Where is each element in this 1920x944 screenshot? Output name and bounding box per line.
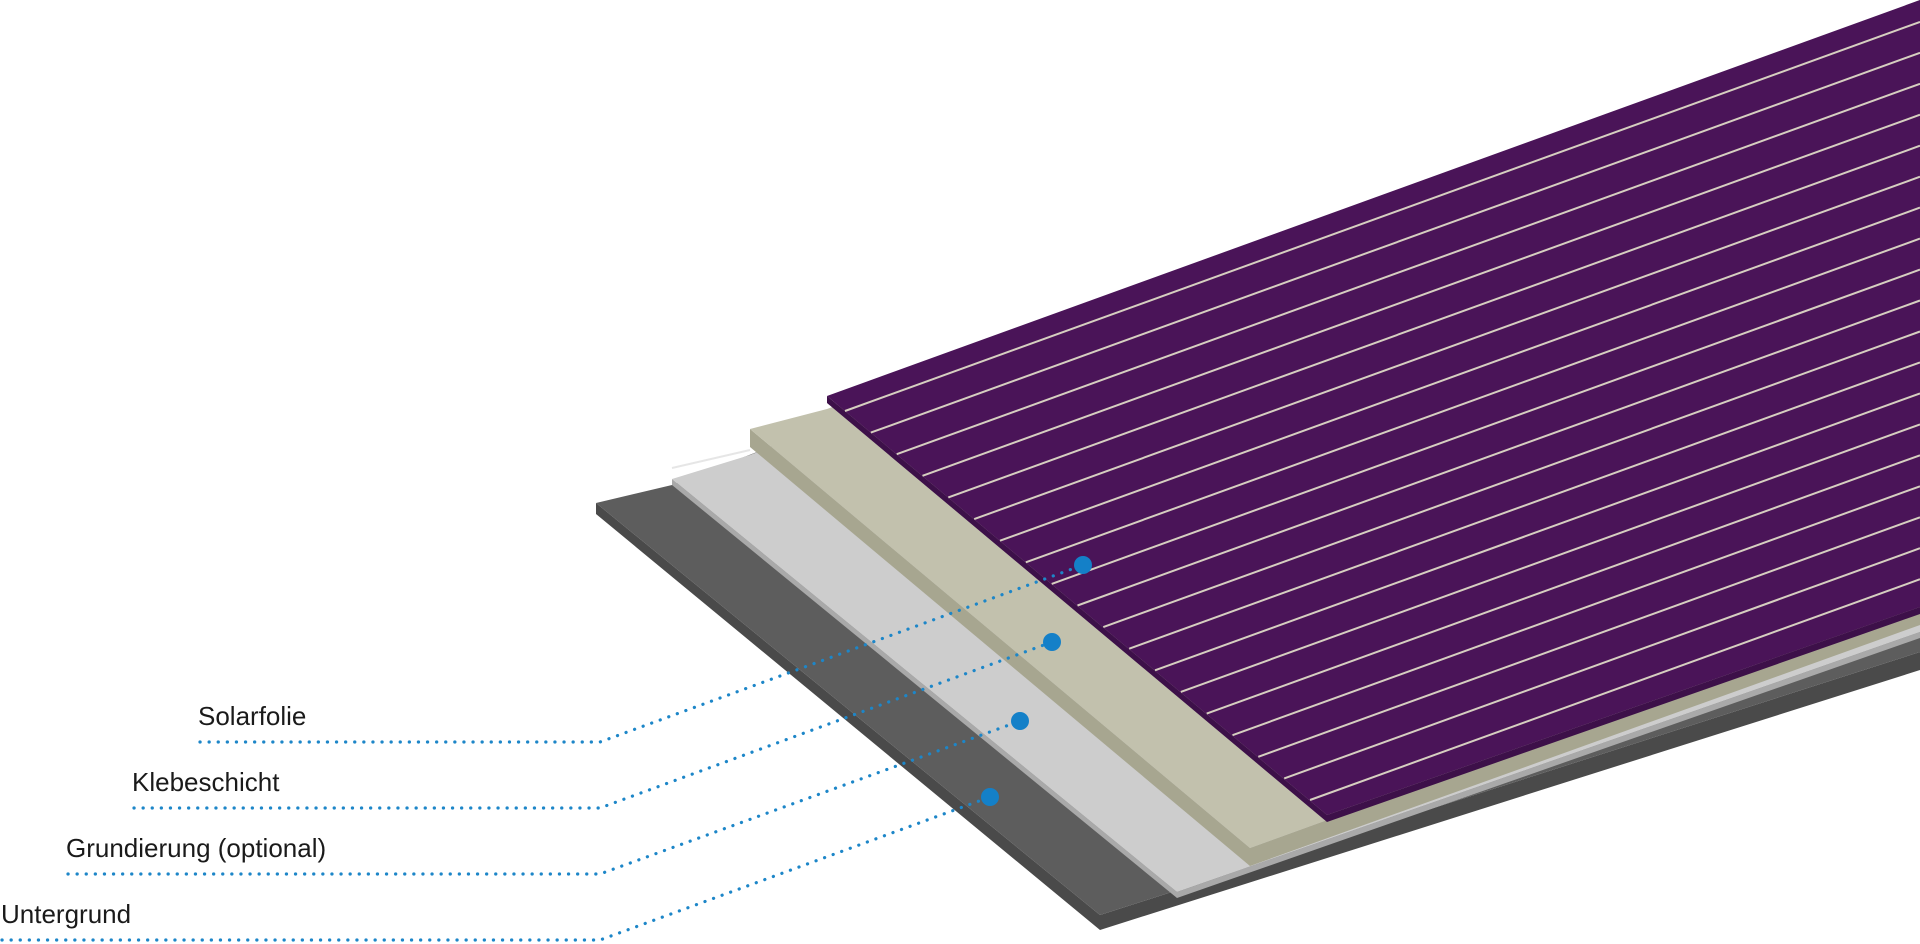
solarfolie-marker-dot [1074,556,1092,574]
klebeschicht-label: Klebeschicht [132,767,280,797]
solar-cell-line [1206,454,1920,715]
solar-cell-line [1077,299,1920,607]
klebeschicht-marker-dot [1043,633,1061,651]
solar-cell-line [870,51,1920,434]
solar-cell-line [1154,392,1920,672]
solar-cell-line [1025,237,1920,564]
grundierung-marker-dot [1011,712,1029,730]
solar-cell-line [1051,268,1920,585]
solar-cell-line [973,175,1920,521]
layer-labels: Solarfolie Klebeschicht Grundierung (opt… [1,701,326,929]
solar-cell-line [1180,423,1920,693]
marker-dots [981,556,1092,806]
grundierung-edge-highlight [671,449,751,469]
solarfolie-label: Solarfolie [198,701,306,731]
untergrund-label: Untergrund [1,899,131,929]
grundierung-label: Grundierung (optional) [66,833,326,863]
solar-cell-line [1102,330,1920,629]
solar-cell-line [1128,361,1920,650]
solarfolie-top-face [827,0,1920,815]
untergrund-marker-dot [981,788,999,806]
solar-cell-line [1283,547,1920,780]
solarfolie-layer [827,0,1920,822]
solar-cell-line [1257,516,1920,758]
leader-lines [0,563,1085,942]
solar-cell-line [922,113,1920,477]
klebeschicht-leader-line [132,640,1054,810]
solarfolie-leader-line [198,563,1085,744]
solar-cell-line [999,206,1920,542]
solarfolie-cell-lines [844,20,1920,801]
solar-cell-line [1309,578,1920,801]
solar-cell-line [947,144,1920,499]
solar-cell-line [844,20,1920,412]
untergrund-leader-line [0,795,992,942]
solar-cell-line [896,82,1920,456]
solar-cell-line [1232,485,1920,737]
